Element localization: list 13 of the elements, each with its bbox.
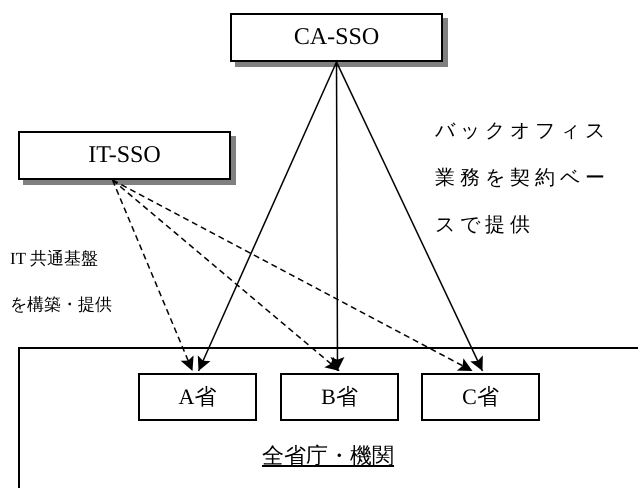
arrow bbox=[112, 179, 340, 372]
group-title: 全省庁・機関 bbox=[261, 442, 395, 470]
arrow bbox=[198, 62, 338, 372]
ministry-box: C省 bbox=[421, 373, 540, 421]
note-text: IT 共通基盤を構築・提供 bbox=[10, 248, 113, 316]
arrow bbox=[336, 62, 484, 372]
arrow bbox=[112, 179, 473, 372]
note-text: バックオフィス業務を契約ベースで提供 bbox=[435, 119, 611, 238]
ministry-box: B省 bbox=[280, 373, 399, 421]
arrow bbox=[112, 180, 194, 372]
ministry-box: A省 bbox=[138, 373, 257, 421]
arrow bbox=[330, 62, 344, 371]
group-box bbox=[18, 347, 638, 488]
